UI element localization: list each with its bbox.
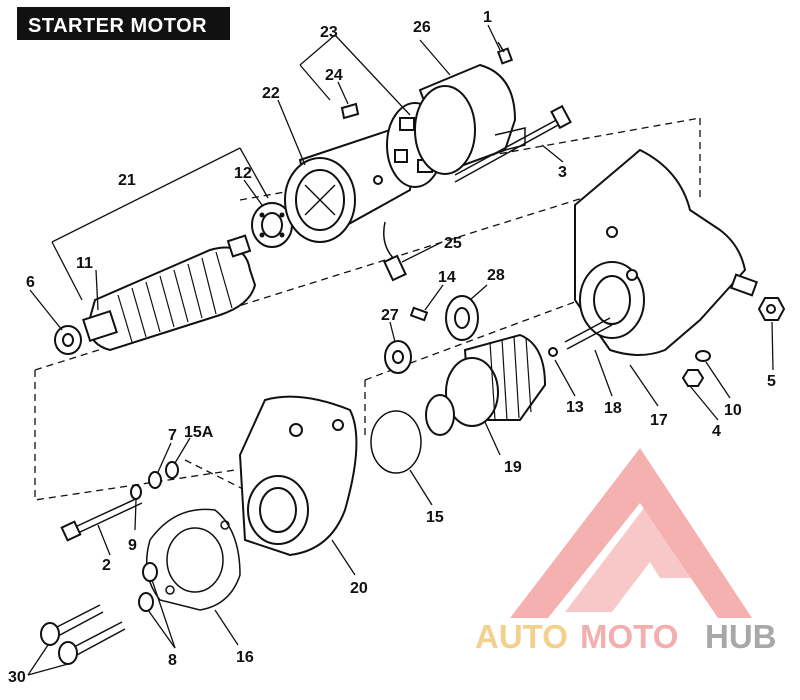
ball-13	[548, 347, 558, 357]
washer-15a	[165, 461, 179, 479]
callout-9: 9	[128, 537, 137, 554]
watermark-auto: AUTO	[475, 618, 568, 655]
callout-labels: 1 2 3 4 5 6 7 8 9 10 11 12 13 14 15 15A …	[8, 9, 776, 686]
field-lead	[383, 221, 407, 282]
leader-lines	[27, 24, 774, 676]
callout-26: 26	[413, 19, 431, 36]
callout-13: 13	[566, 399, 584, 416]
callout-14: 14	[438, 269, 456, 286]
field-frame	[284, 128, 412, 243]
callout-3: 3	[558, 164, 567, 181]
retainer-27	[384, 340, 412, 374]
callout-15a: 15A	[184, 424, 214, 441]
washer-10	[695, 350, 711, 362]
callout-1: 1	[483, 9, 492, 26]
title-box: STARTER MOTOR	[17, 7, 230, 40]
nut-4	[681, 369, 705, 387]
callout-15: 15	[426, 509, 444, 526]
drive-end-housing	[238, 395, 358, 557]
washer-9	[130, 484, 142, 500]
callout-11: 11	[76, 255, 93, 272]
nut-5	[757, 297, 786, 321]
washer-6	[54, 325, 82, 355]
end-cover	[414, 63, 526, 175]
drive-clutch	[425, 333, 547, 436]
bolt-2	[60, 496, 143, 542]
screw-1	[496, 41, 514, 65]
callout-10: 10	[724, 402, 742, 419]
gasket	[145, 508, 241, 611]
callout-28: 28	[487, 267, 505, 284]
callout-25: 25	[444, 235, 462, 252]
callout-16: 16	[236, 649, 254, 666]
callout-4: 4	[712, 423, 721, 440]
pinion-gear	[445, 295, 479, 341]
armature	[82, 234, 257, 352]
o-ring	[370, 410, 422, 474]
callout-18: 18	[604, 400, 622, 417]
callout-6: 6	[26, 274, 35, 291]
watermark-hub: HUB	[705, 618, 777, 655]
terminal-stud	[729, 273, 759, 297]
callout-12: 12	[234, 165, 252, 182]
callout-2: 2	[102, 557, 111, 574]
watermark-moto: MOTO	[580, 618, 678, 655]
callout-21: 21	[118, 172, 136, 189]
callout-19: 19	[504, 459, 522, 476]
through-bolt-3	[454, 104, 572, 183]
callout-27: 27	[381, 307, 399, 324]
diagram-title: STARTER MOTOR	[28, 15, 207, 37]
callout-20: 20	[350, 580, 368, 597]
callout-17: 17	[650, 412, 668, 429]
callout-24: 24	[325, 67, 343, 84]
stud-18	[564, 317, 613, 350]
automotohub-logo: AUTO MOTO HUB	[475, 448, 777, 655]
callout-30: 30	[8, 669, 26, 686]
drive-housing	[574, 148, 747, 356]
brush-spring	[340, 102, 360, 120]
pin-14	[409, 306, 429, 322]
lock-washers-8	[138, 562, 158, 612]
callout-8: 8	[168, 652, 177, 669]
callout-7: 7	[168, 427, 177, 444]
cap-screws-30	[40, 604, 126, 665]
callout-5: 5	[767, 373, 776, 390]
washer-7	[148, 471, 162, 489]
callout-22: 22	[262, 85, 280, 102]
callout-23: 23	[320, 24, 338, 41]
